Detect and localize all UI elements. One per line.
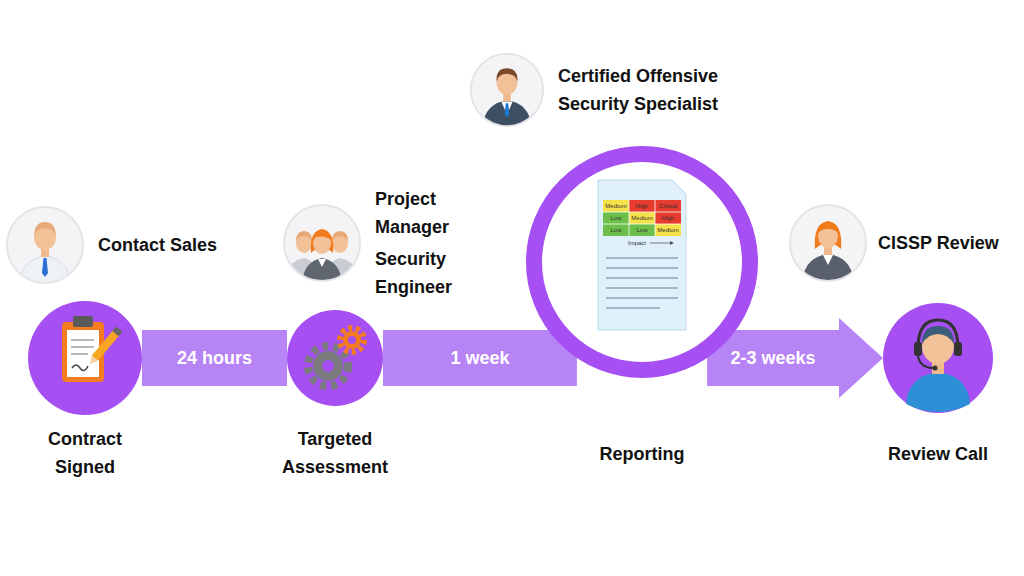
person-icon	[790, 205, 866, 283]
role-label: CISSP Review	[788, 201, 1005, 285]
duration-label: 24 hours	[173, 347, 256, 369]
role-name: Security Engineer	[375, 245, 475, 301]
report-icon	[534, 154, 750, 370]
stage-name: Contract Signed	[30, 425, 140, 481]
matrix-label: Critical	[659, 203, 677, 210]
matrix-label: Low	[610, 215, 621, 222]
matrix-label: Low	[610, 227, 621, 234]
headset-icon	[883, 303, 993, 413]
stage-circle: Targeted Assessment	[287, 310, 383, 406]
matrix-label: Low	[636, 227, 647, 234]
matrix-label: Impact	[628, 240, 646, 247]
stage-name: Targeted Assessment	[268, 425, 403, 481]
role-label: Contact Sales	[5, 203, 224, 287]
matrix-label: High	[636, 203, 648, 210]
role-text: Project ManagerSecurity Engineer	[375, 182, 475, 304]
matrix-label: Medium	[631, 215, 652, 222]
matrix-label: Medium	[657, 227, 678, 234]
role-text: Contact Sales	[98, 203, 217, 287]
gears-icon	[287, 310, 383, 406]
matrix-label: Medium	[605, 203, 626, 210]
stage-name: Review Call	[888, 440, 988, 468]
role-text: Certified Offensive Security Specialist	[558, 50, 763, 130]
person-icon	[7, 207, 83, 285]
role-text: CISSP Review	[878, 201, 999, 285]
team-icon	[284, 205, 360, 283]
stage-circle: Review Call	[883, 303, 993, 413]
role-label: Certified Offensive Security Specialist	[469, 50, 769, 130]
timeline-arrow	[383, 330, 577, 386]
role-name: CISSP Review	[878, 229, 999, 257]
stage-name: Reporting	[600, 440, 685, 468]
timeline-arrow	[142, 330, 287, 386]
role-name: Certified Offensive Security Specialist	[558, 62, 763, 118]
contract-icon	[28, 301, 142, 415]
role-name: Project Manager	[375, 185, 475, 241]
matrix-label: High	[662, 215, 674, 222]
role-label: Project ManagerSecurity Engineer	[282, 182, 481, 304]
person-icon	[471, 54, 543, 128]
report-ring: Reporting	[526, 146, 758, 378]
duration-label: 2-3 weeks	[727, 347, 820, 369]
role-name: Contact Sales	[98, 231, 217, 259]
stage-circle: Contract Signed	[28, 301, 142, 415]
duration-label: 1 week	[446, 347, 513, 369]
